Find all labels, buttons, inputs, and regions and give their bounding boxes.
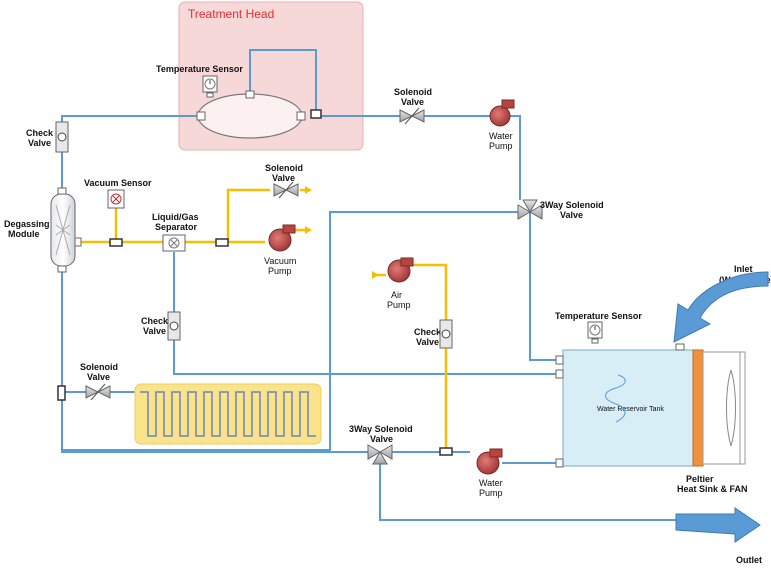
svg-text:Water Reservoir Tank: Water Reservoir Tank <box>597 406 664 413</box>
svg-text:Valve: Valve <box>143 326 166 336</box>
vacuum-sensor: Vacuum Sensor <box>84 178 152 247</box>
water-pump-top: Water Pump <box>489 99 515 151</box>
svg-text:Pump: Pump <box>479 488 503 498</box>
temperature-sensor-tank: Temperature Sensor <box>555 311 642 344</box>
svg-text:Water: Water <box>479 478 503 488</box>
three-way-valve-bottom: 3Way Solenoid Valve <box>349 424 453 465</box>
svg-text:Pump: Pump <box>387 300 411 310</box>
peltier-heatsink-fan: Peltier Heat Sink & FAN <box>677 349 748 494</box>
svg-text:Water: Water <box>489 131 513 141</box>
svg-text:Degassing: Degassing <box>4 219 50 229</box>
check-valve-mid: Check Valve <box>141 311 181 341</box>
svg-text:Check: Check <box>414 327 442 337</box>
check-valve-right: Check Valve <box>414 319 453 349</box>
outlet-arrow: Outlet <box>675 507 762 565</box>
water-pump-bottom: Water Pump <box>476 448 503 498</box>
svg-text:Air: Air <box>391 290 402 300</box>
solenoid-valve-top: Solenoid Valve <box>394 87 432 125</box>
svg-text:Valve: Valve <box>87 372 110 382</box>
treatment-cup <box>196 90 322 139</box>
svg-text:Check: Check <box>26 128 54 138</box>
heat-exchange-coil <box>134 383 322 445</box>
solenoid-valve-mid: Solenoid Valve <box>265 163 303 199</box>
svg-text:Heat Sink & FAN: Heat Sink & FAN <box>677 484 748 494</box>
svg-text:Separator: Separator <box>155 222 198 232</box>
svg-text:Outlet: Outlet <box>736 555 762 565</box>
svg-text:Peltier: Peltier <box>686 474 714 484</box>
water-reservoir-tank: Water Reservoir Tank <box>555 343 694 468</box>
svg-text:Solenoid: Solenoid <box>265 163 303 173</box>
svg-text:Liquid/Gas: Liquid/Gas <box>152 212 199 222</box>
svg-text:Pump: Pump <box>489 141 513 151</box>
svg-text:Valve: Valve <box>28 138 51 148</box>
solenoid-valve-bottom: Solenoid Valve <box>57 362 118 401</box>
svg-text:3Way Solenoid: 3Way Solenoid <box>349 424 413 434</box>
svg-text:Vacuum Sensor: Vacuum Sensor <box>84 178 152 188</box>
svg-text:Check: Check <box>141 316 169 326</box>
svg-text:Inlet: Inlet <box>734 264 753 274</box>
air-pump: Air Pump <box>387 257 414 310</box>
temperature-sensor-top: Temperature Sensor <box>156 64 243 98</box>
svg-text:Temperature Sensor: Temperature Sensor <box>156 64 243 74</box>
svg-text:Valve: Valve <box>560 210 583 220</box>
liquid-gas-separator: Liquid/Gas Separator <box>152 212 229 252</box>
svg-text:Valve: Valve <box>272 173 295 183</box>
svg-text:Module: Module <box>8 229 40 239</box>
treatment-head-label: Treatment Head <box>188 7 274 21</box>
svg-text:Valve: Valve <box>416 337 439 347</box>
svg-text:Valve: Valve <box>370 434 393 444</box>
svg-text:Solenoid: Solenoid <box>80 362 118 372</box>
svg-text:Temperature Sensor: Temperature Sensor <box>555 311 642 321</box>
degassing-module: Degassing Module <box>4 187 82 273</box>
three-way-valve-top: 3Way Solenoid Valve <box>517 199 604 220</box>
svg-text:3Way Solenoid: 3Way Solenoid <box>540 200 604 210</box>
inlet-arrow: Inlet (Water & Ice) <box>673 264 771 343</box>
svg-text:Valve: Valve <box>401 97 424 107</box>
check-valve-left: Check Valve <box>26 121 69 153</box>
svg-text:Solenoid: Solenoid <box>394 87 432 97</box>
vacuum-pump: Vacuum Pump <box>264 224 296 276</box>
svg-text:Vacuum: Vacuum <box>264 256 296 266</box>
svg-text:Pump: Pump <box>268 266 292 276</box>
